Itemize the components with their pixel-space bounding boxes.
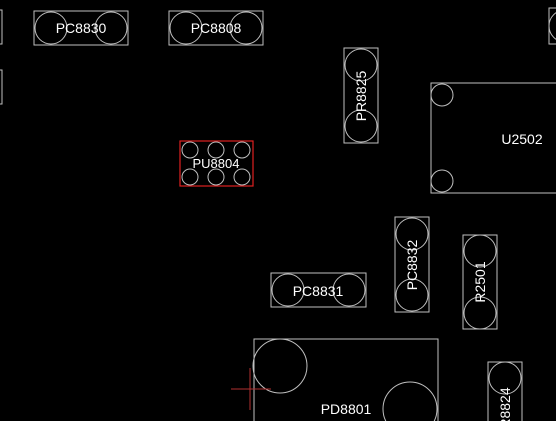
component-label-r2501: R2501 <box>472 261 488 302</box>
partial-component-left-top[interactable] <box>0 9 3 45</box>
component-label-pc8830: PC8830 <box>56 20 107 36</box>
component-pc8832[interactable]: PC8832 <box>394 216 430 313</box>
component-pc8830[interactable]: PC8830 <box>33 10 129 46</box>
component-label-pr8825: PR8825 <box>353 70 369 121</box>
component-label-pd8801: PD8801 <box>321 401 372 417</box>
partial-component-left-mid[interactable] <box>0 69 3 105</box>
component-label-pc8808: PC8808 <box>191 20 242 36</box>
component-r8824[interactable]: R8824 <box>487 361 523 421</box>
component-label-r8824: R8824 <box>497 387 513 421</box>
component-u2502[interactable]: U2502 <box>430 82 556 194</box>
component-pc8808[interactable]: PC8808 <box>168 10 264 46</box>
component-pd8801[interactable]: PD8801 <box>252 338 439 421</box>
component-label-pc8831: PC8831 <box>293 283 344 299</box>
component-pr8825[interactable]: PR8825 <box>343 47 379 144</box>
crosshair-cursor-icon <box>231 368 271 410</box>
component-pu8804[interactable]: PU8804 <box>179 140 254 187</box>
component-label-pu8804: PU8804 <box>193 156 240 171</box>
component-pc8831[interactable]: PC8831 <box>270 272 367 308</box>
component-label-pc8832: PC8832 <box>404 239 420 290</box>
component-r2501[interactable]: R2501 <box>462 234 498 330</box>
component-label-u2502: U2502 <box>501 131 542 147</box>
partial-component-right-top[interactable] <box>548 7 556 45</box>
